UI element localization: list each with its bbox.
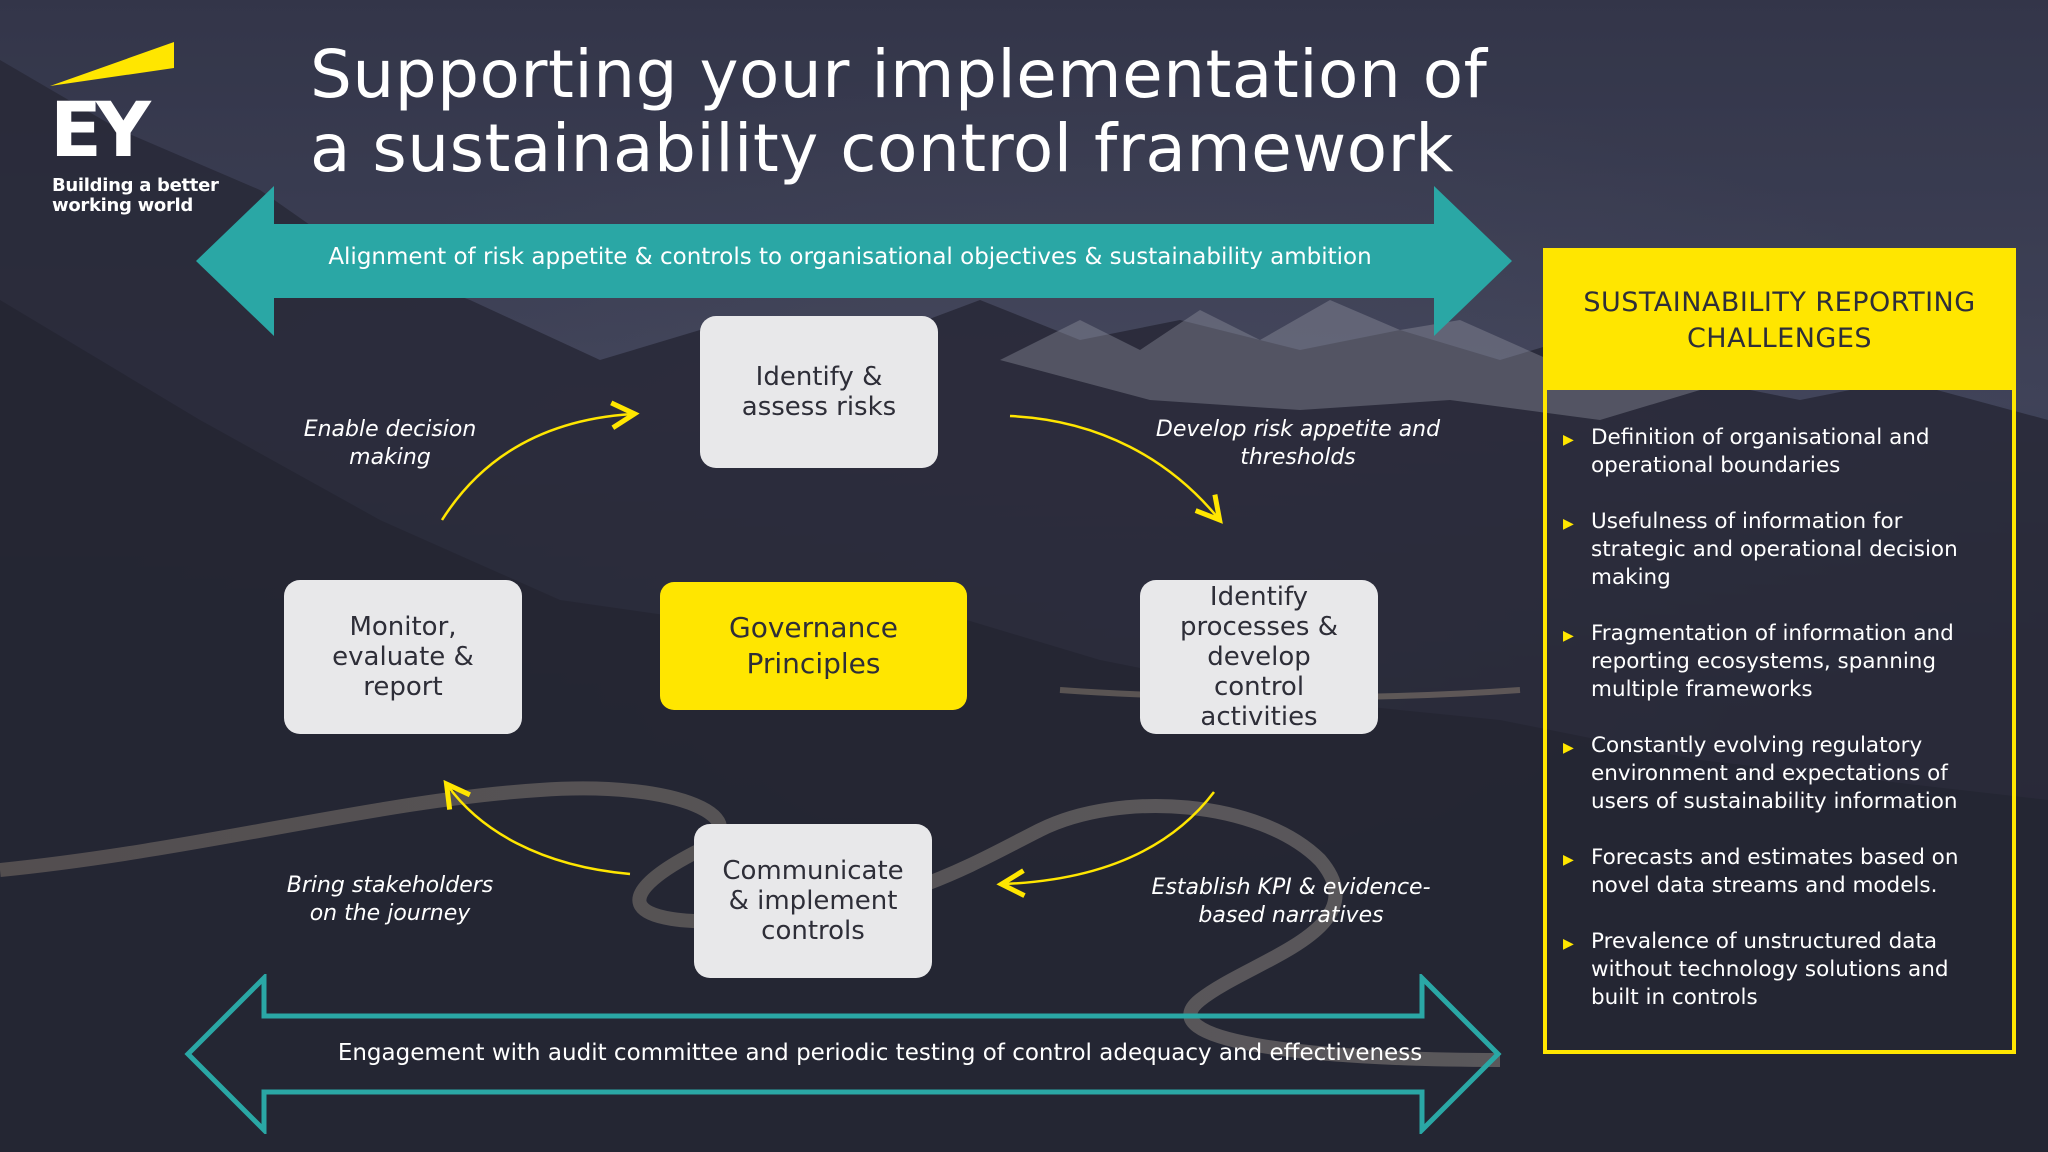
box-identify-assess-risks: Identify & assess risks <box>700 316 938 468</box>
bottom-arrow-label: Engagement with audit committee and peri… <box>337 1040 1423 1066</box>
box-communicate-implement: Communicate & implement controls <box>694 824 932 978</box>
challenge-text: Fragmentation of information and reporti… <box>1591 621 1954 702</box>
list-item: ▶ Definition of organisational and operat… <box>1561 424 2001 480</box>
challenge-text: Usefulness of information for strategic … <box>1591 509 1958 590</box>
arrow-enable-decision <box>440 414 632 521</box>
logo-beam-icon <box>50 42 174 86</box>
box-identify-processes-label: Identify processes & develop control act… <box>1180 582 1338 732</box>
bullet-arrow-icon: ▶ <box>1563 628 1574 644</box>
box-monitor-evaluate: Monitor, evaluate & report <box>284 580 522 734</box>
governance-label: Governance Principles <box>729 611 898 680</box>
challenges-list: ▶ Definition of organisational and operat… <box>1561 424 2001 1040</box>
box-communicate-label: Communicate & implement controls <box>722 856 904 946</box>
list-item: ▶ Constantly evolving regulatory environm… <box>1561 732 2001 816</box>
top-alignment-arrow <box>196 186 1512 336</box>
label-enable-decision: Enable decision making <box>303 417 477 470</box>
bullet-arrow-icon: ▶ <box>1563 740 1574 756</box>
arrow-establish-kpi <box>1004 791 1215 884</box>
label-bring-stakeholders: Bring stakeholders on the journey <box>286 873 494 926</box>
bullet-arrow-icon: ▶ <box>1563 852 1574 868</box>
box-monitor-label: Monitor, evaluate & report <box>332 612 474 702</box>
logo-letters: EY <box>50 85 151 174</box>
challenge-text: Definition of organisational and operati… <box>1591 425 1930 478</box>
arrow-bring-stakeholders <box>448 786 631 876</box>
box-identify-assess-label: Identify & assess risks <box>741 362 897 422</box>
ey-logo: EY Building a better working world <box>50 40 220 220</box>
bottom-engagement-arrow <box>184 974 1502 1134</box>
bullet-arrow-icon: ▶ <box>1563 516 1574 532</box>
page-title: Supporting your implementation of a sust… <box>310 36 1488 187</box>
challenges-heading-text: SUSTAINABILITY REPORTING CHALLENGES <box>1583 287 1976 354</box>
list-item: ▶ Fragmentation of information and report… <box>1561 620 2001 704</box>
list-item: ▶ Forecasts and estimates based on novel … <box>1561 844 2001 900</box>
challenges-panel: SUSTAINABILITY REPORTING CHALLENGES ▶ Def… <box>1543 248 2016 1054</box>
challenge-text: Prevalence of unstructured data without … <box>1591 929 1949 1010</box>
bullet-arrow-icon: ▶ <box>1563 936 1574 952</box>
challenge-text: Forecasts and estimates based on novel d… <box>1591 845 1959 898</box>
bullet-arrow-icon: ▶ <box>1563 432 1574 448</box>
label-develop-appetite: Develop risk appetite and thresholds <box>1155 417 1441 470</box>
label-establish-kpi: Establish KPI & evidence-based narrative… <box>1151 875 1431 928</box>
challenges-heading: SUSTAINABILITY REPORTING CHALLENGES <box>1547 252 2012 390</box>
challenge-text: Constantly evolving regulatory environme… <box>1591 733 1958 814</box>
box-identify-processes: Identify processes & develop control act… <box>1140 580 1378 734</box>
arrow-develop-appetite <box>1009 414 1218 518</box>
logo-tagline: Building a better working world <box>52 175 219 216</box>
top-arrow-label: Alignment of risk appetite & controls to… <box>328 244 1372 270</box>
governance-principles-box: Governance Principles <box>660 582 967 710</box>
list-item: ▶ Usefulness of information for strategic… <box>1561 508 2001 592</box>
list-item: ▶ Prevalence of unstructured data without… <box>1561 928 2001 1012</box>
